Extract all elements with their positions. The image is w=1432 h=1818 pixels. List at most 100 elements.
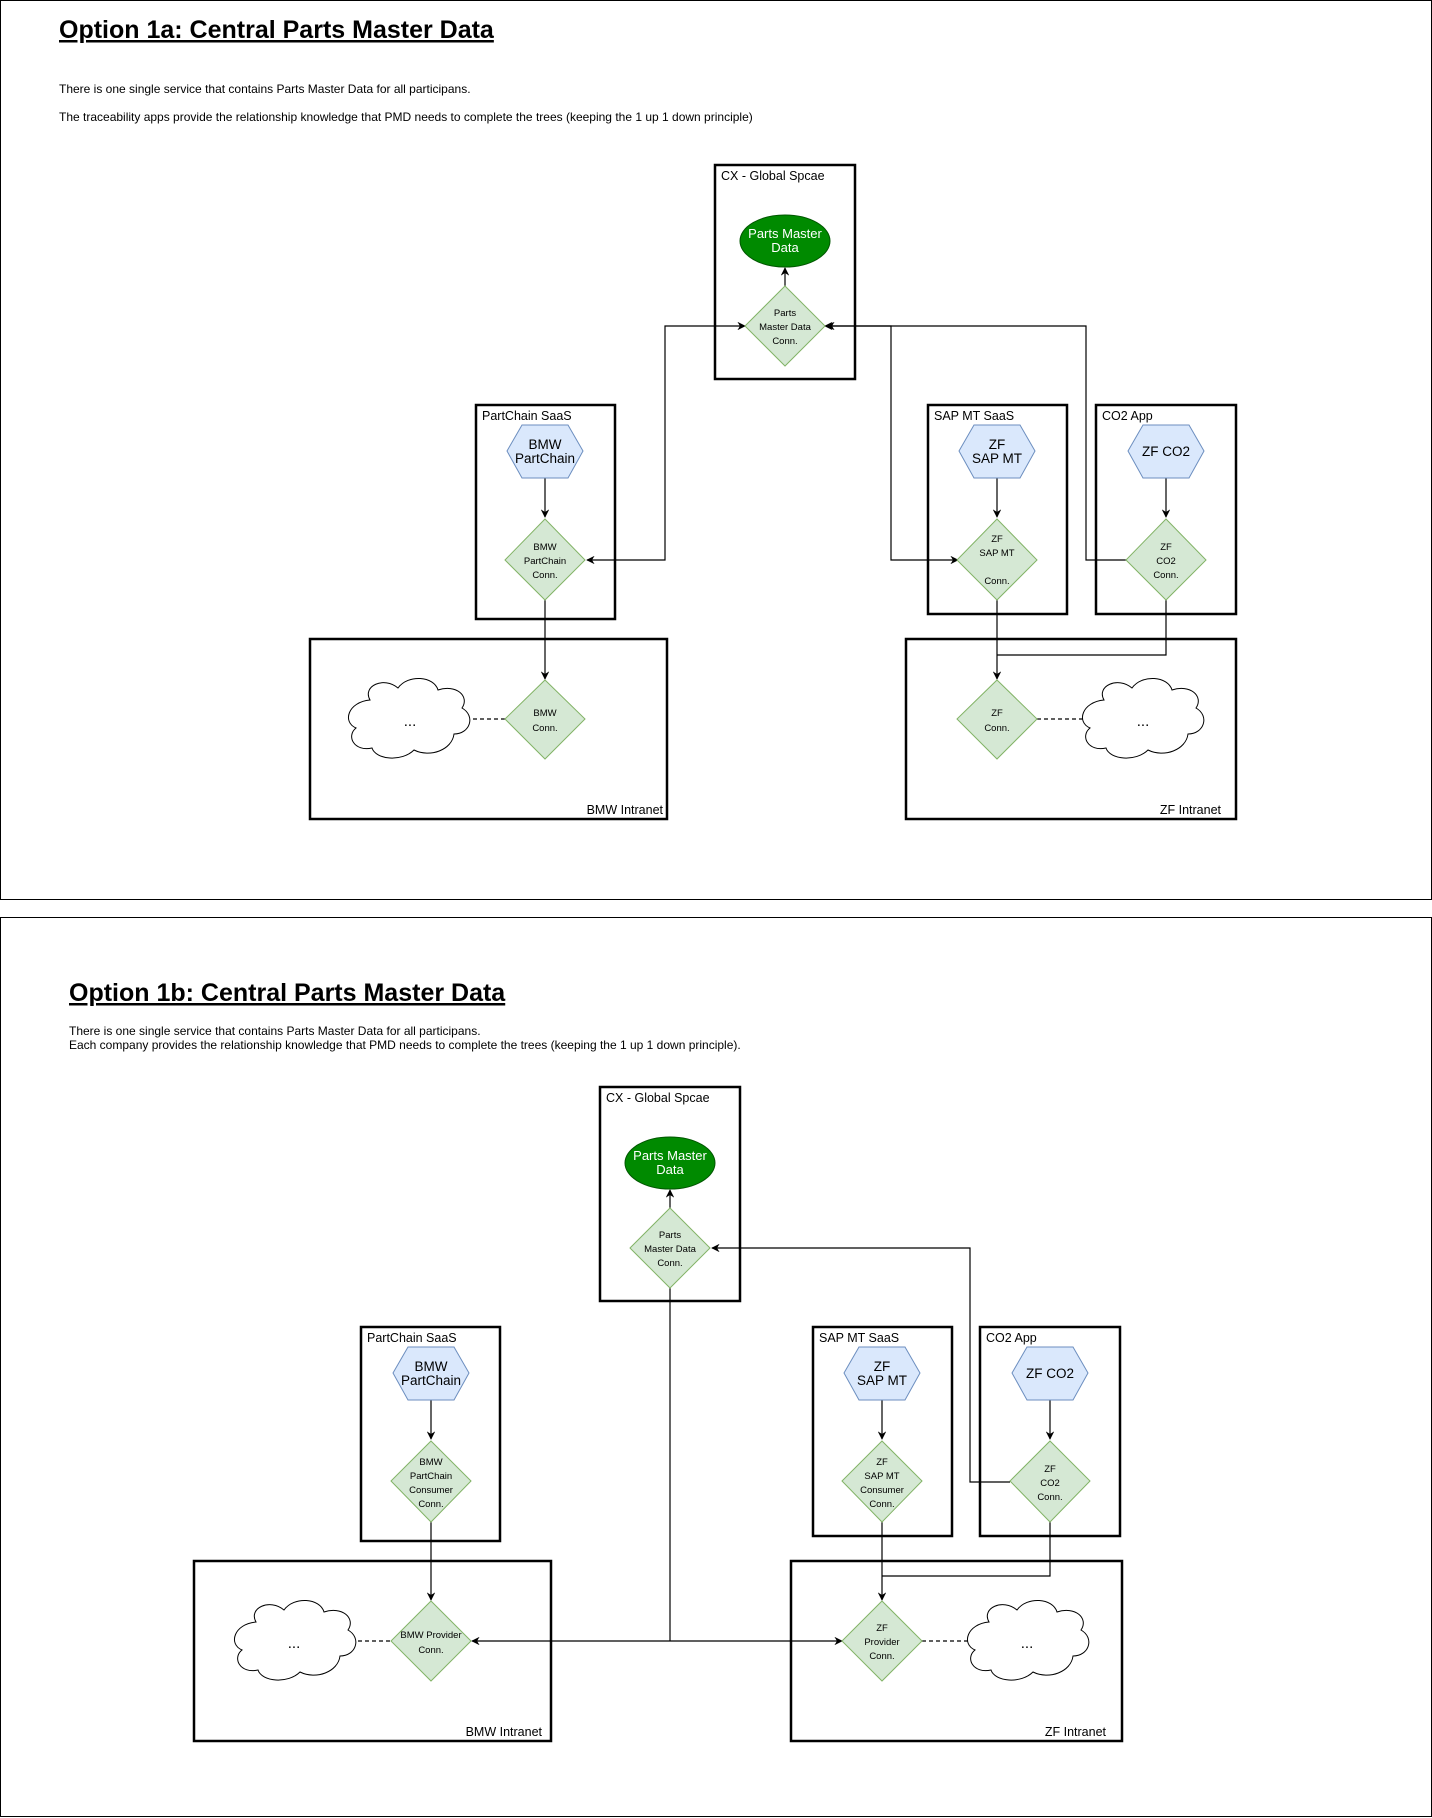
option-1b-panel: Option 1b: Central Parts Master Data The…	[0, 917, 1432, 1817]
zf-sapmt-node: ZF SAP MT	[958, 424, 1036, 479]
zf-sapmt-label-1: ZF	[989, 437, 1006, 452]
bmw-intranet-label: BMW Intranet	[587, 803, 664, 817]
bmw-provider-conn-node: BMW Provider Conn.	[390, 1600, 472, 1682]
zf-sapmt-b-label-2: SAP MT	[857, 1373, 907, 1388]
parts-master-data-node: Parts Master Data	[739, 214, 831, 268]
zf-conn-label-2: Conn.	[984, 723, 1009, 734]
zf-intranet-zone	[904, 637, 1238, 821]
option-1b-desc-line1: There is one single service that contain…	[69, 1024, 481, 1038]
edge-b-zf-co2-conn-to-provider	[882, 1522, 1051, 1577]
pmd-conn-b-label-3: Conn.	[657, 1258, 682, 1269]
zf-co2-label: ZF CO2	[1142, 444, 1190, 459]
bmw-pc-consumer-label-1: BMW	[419, 1457, 442, 1468]
zf-co2-conn-label-2: CO2	[1156, 556, 1176, 567]
bmw-cloud-label: ...	[404, 713, 417, 730]
zf-sapmt-consumer-label-1: ZF	[876, 1457, 888, 1468]
parts-master-data-b-label-1: Parts Master	[633, 1148, 707, 1163]
co2-app-label-b: CO2 App	[986, 1331, 1037, 1345]
option-1a-panel: Option 1a: Central Parts Master Data The…	[0, 0, 1432, 900]
cx-global-space-label-b: CX - Global Spcae	[606, 1091, 710, 1105]
bmw-conn-label-1: BMW	[533, 708, 556, 719]
bmw-cloud-node: ...	[347, 678, 471, 759]
bmw-pc-consumer-label-2: PartChain	[410, 1471, 452, 1482]
edge-b-zf-co2-conn-to-pmd-conn	[711, 1243, 1010, 1483]
zf-sapmt-consumer-label-3: Consumer	[860, 1485, 904, 1496]
parts-master-data-node-b: Parts Master Data	[624, 1136, 716, 1190]
zf-co2-node-b: ZF CO2	[1011, 1346, 1089, 1401]
zf-cloud-b-label: ...	[1021, 1635, 1034, 1652]
zf-provider-conn-node: ZF Provider Conn.	[841, 1600, 923, 1682]
pmd-conn-b-label-2: Master Data	[644, 1244, 696, 1255]
zf-sapmt-conn-node: ZF SAP MT Conn.	[956, 518, 1038, 601]
edge-pmd-conn-bmw-partchain-conn	[586, 321, 746, 565]
bmw-partchain-conn-label-3: Conn.	[532, 570, 557, 581]
parts-master-data-label-2: Data	[771, 240, 799, 255]
co2-app-label: CO2 App	[1102, 409, 1153, 423]
sap-mt-saas-label-b: SAP MT SaaS	[819, 1331, 899, 1345]
bmw-partchain-consumer-conn-node: BMW PartChain Consumer Conn.	[390, 1440, 472, 1523]
bmw-conn-node: BMW Conn.	[504, 679, 586, 760]
zf-sapmt-conn-label-2: SAP MT	[979, 548, 1014, 559]
partchain-saas-label: PartChain SaaS	[482, 409, 572, 423]
bmw-conn-label-2: Conn.	[532, 723, 557, 734]
bmw-partchain-conn-label-1: BMW	[533, 542, 556, 553]
zf-co2-conn-b-label-3: Conn.	[1037, 1492, 1062, 1503]
bmw-pc-consumer-label-3: Consumer	[409, 1485, 453, 1496]
option-1a-frame	[0, 0, 1432, 900]
zf-co2-conn-label-1: ZF	[1160, 542, 1172, 553]
bmw-intranet-zone-b	[192, 1559, 553, 1743]
zf-sapmt-node-b: ZF SAP MT	[843, 1346, 921, 1401]
option-1a-desc-line1: There is one single service that contain…	[59, 82, 471, 96]
zf-sapmt-label-2: SAP MT	[972, 451, 1022, 466]
zf-sapmt-consumer-label-4: Conn.	[869, 1499, 894, 1510]
parts-master-data-conn-node: Parts Master Data Conn.	[744, 285, 826, 367]
zf-cloud-node: ...	[1081, 678, 1205, 759]
bmw-cloud-node-b: ...	[233, 1600, 357, 1681]
pmd-conn-label-1: Parts	[774, 308, 796, 319]
zf-sapmt-b-label-1: ZF	[874, 1359, 891, 1374]
zf-conn-node: ZF Conn.	[956, 679, 1038, 760]
bmw-partchain-b-label-2: PartChain	[401, 1373, 461, 1388]
bmw-partchain-b-label-1: BMW	[415, 1359, 448, 1374]
bmw-pc-consumer-label-4: Conn.	[418, 1499, 443, 1510]
zf-co2-conn-node: ZF CO2 Conn.	[1125, 518, 1207, 601]
zf-intranet-label-b: ZF Intranet	[1045, 1725, 1107, 1739]
bmw-partchain-label-2: PartChain	[515, 451, 575, 466]
parts-master-data-conn-node-b: Parts Master Data Conn.	[629, 1207, 711, 1289]
pmd-conn-b-label-1: Parts	[659, 1230, 681, 1241]
option-1b-desc-line2: Each company provides the relationship k…	[69, 1038, 741, 1052]
zf-sapmt-conn-label-1: ZF	[991, 534, 1003, 545]
bmw-partchain-node: BMW PartChain	[506, 424, 584, 479]
zf-co2-conn-label-3: Conn.	[1153, 570, 1178, 581]
option-1b-title: Option 1b: Central Parts Master Data	[69, 979, 506, 1007]
bmw-intranet-zone	[308, 637, 669, 821]
edge-zf-co2-conn-to-pmd-conn	[826, 321, 1128, 561]
bmw-cloud-b-label: ...	[288, 1635, 301, 1652]
parts-master-data-b-label-2: Data	[656, 1162, 684, 1177]
zf-co2-conn-b-label-1: ZF	[1044, 1464, 1056, 1475]
zf-provider-label-1: ZF	[876, 1623, 888, 1634]
zf-co2-conn-node-b: ZF CO2 Conn.	[1009, 1440, 1091, 1523]
zf-provider-label-3: Conn.	[869, 1651, 894, 1662]
zf-sapmt-consumer-conn-node: ZF SAP MT Consumer Conn.	[841, 1440, 923, 1523]
option-1a-desc-line2: The traceability apps provide the relati…	[59, 110, 753, 124]
option-1b-frame	[0, 917, 1432, 1817]
bmw-intranet-label-b: BMW Intranet	[466, 1725, 543, 1739]
zf-intranet-zone-b	[789, 1559, 1124, 1743]
zf-sapmt-conn-label-3: Conn.	[984, 576, 1009, 587]
zf-co2-conn-b-label-2: CO2	[1040, 1478, 1060, 1489]
zf-provider-label-2: Provider	[864, 1637, 899, 1648]
partchain-saas-label-b: PartChain SaaS	[367, 1331, 457, 1345]
edge-zf-co2-conn-to-zf-conn	[997, 600, 1167, 656]
option-1a-title: Option 1a: Central Parts Master Data	[59, 16, 495, 44]
parts-master-data-label-1: Parts Master	[748, 226, 822, 241]
bmw-partchain-label-1: BMW	[529, 437, 562, 452]
bmw-provider-label-2: Conn.	[418, 1645, 443, 1656]
cx-global-space-zone	[713, 163, 857, 381]
zf-sapmt-consumer-label-2: SAP MT	[864, 1471, 899, 1482]
zf-cloud-node-b: ...	[966, 1600, 1090, 1681]
bmw-provider-label-1: BMW Provider	[400, 1630, 461, 1641]
pmd-conn-label-3: Conn.	[772, 336, 797, 347]
sap-mt-saas-label: SAP MT SaaS	[934, 409, 1014, 423]
